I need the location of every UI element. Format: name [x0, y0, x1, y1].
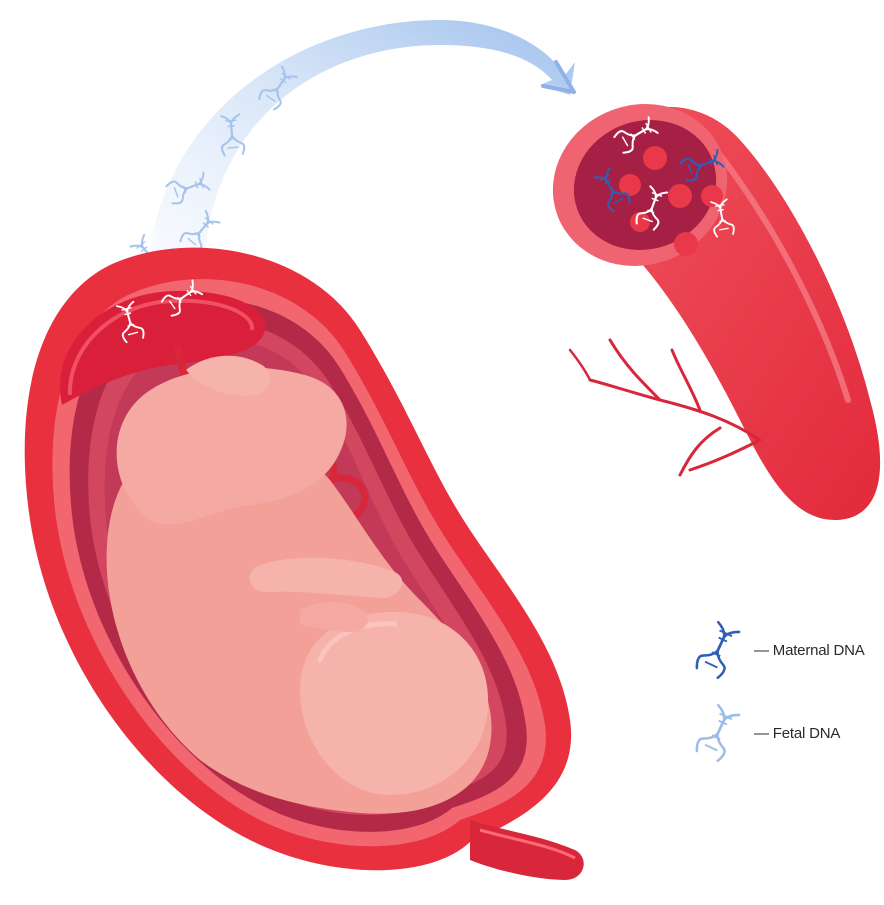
legend-fetal: — Fetal DNA — [690, 703, 840, 763]
blood-cell — [643, 146, 667, 170]
blood-cell — [630, 212, 650, 232]
blood-cell — [701, 185, 723, 207]
blood-cell — [668, 184, 692, 208]
blood-cell — [674, 232, 698, 256]
legend-fetal-label: — Fetal DNA — [754, 725, 840, 742]
transfer-arrow — [150, 20, 575, 255]
fetal-dna-icon — [690, 703, 746, 763]
blood-vessel — [530, 80, 880, 520]
legend-maternal-label: — Maternal DNA — [754, 642, 865, 659]
maternal-dna-icon — [690, 620, 746, 680]
legend-maternal: — Maternal DNA — [690, 620, 865, 680]
